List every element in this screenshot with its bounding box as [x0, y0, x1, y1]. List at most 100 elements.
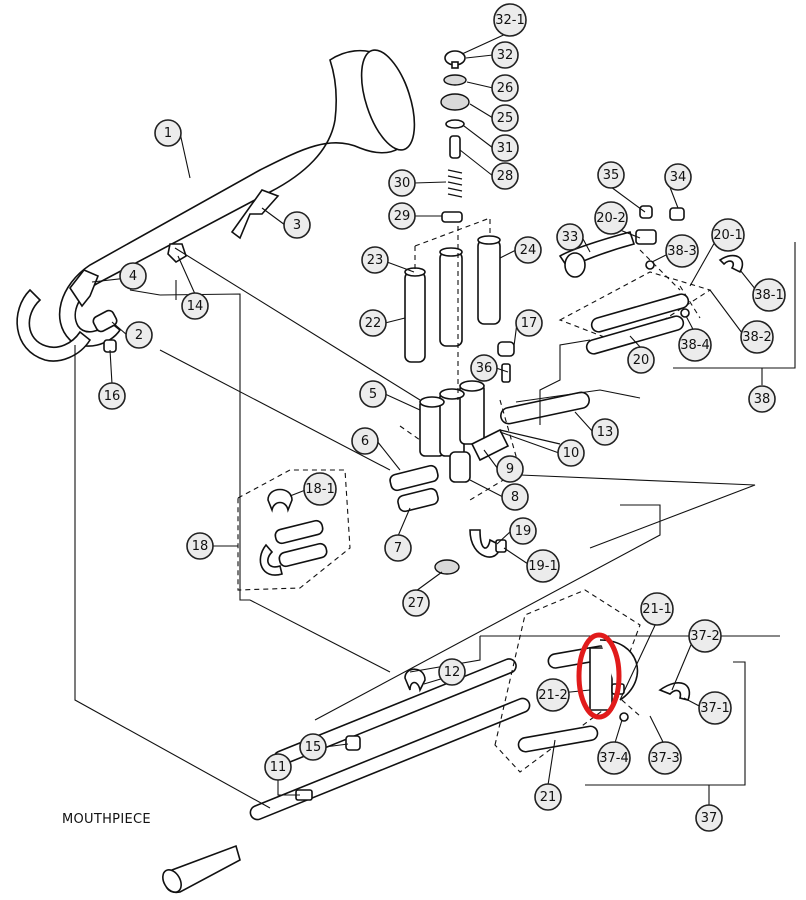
callout-bubble [591, 418, 619, 446]
callout-label: 33 [562, 230, 579, 245]
callout-9: 9 [496, 455, 524, 483]
callout-label: 8 [511, 490, 519, 505]
callout-label: 38-1 [754, 288, 784, 303]
callout-21-1: 21-1 [640, 592, 674, 626]
callout-bubble [154, 119, 182, 147]
callout-bubble [283, 211, 311, 239]
callout-35: 35 [597, 161, 625, 189]
callout-label: 15 [305, 740, 322, 755]
callout-7: 7 [384, 534, 412, 562]
piston-dashed-group [414, 217, 491, 272]
ferrule-2 [92, 309, 118, 333]
callout-bubble [299, 733, 327, 761]
callout-label: 38-3 [667, 244, 697, 259]
callout-18: 18 [186, 532, 214, 560]
callout-bubble [627, 346, 655, 374]
callout-bubble [556, 223, 584, 251]
callout-label: 17 [521, 316, 538, 331]
callout-bubble [509, 517, 537, 545]
callout-4: 4 [119, 262, 147, 290]
callout-label: 11 [270, 760, 287, 775]
callout-31: 31 [491, 134, 519, 162]
callout-bubble [491, 104, 519, 132]
callout-bubble [438, 658, 466, 686]
callout-label: 12 [444, 665, 461, 680]
callout-label: 30 [394, 176, 411, 191]
mouthpiece-label: MOUTHPIECE [62, 812, 151, 827]
part-19 [469, 529, 501, 558]
callout-25: 25 [491, 104, 519, 132]
tube-10 [499, 429, 561, 445]
callout-34: 34 [664, 163, 692, 191]
callout-label: 25 [497, 111, 514, 126]
callout-bubble [748, 385, 776, 413]
callout-bubble [695, 804, 723, 832]
callout-label: 36 [476, 361, 493, 376]
callout-label: 24 [520, 243, 537, 258]
callout-label: 37-4 [599, 751, 629, 766]
callout-5: 5 [359, 380, 387, 408]
callout-bubble [402, 589, 430, 617]
bracket-37 [585, 661, 746, 786]
callout-bubble [514, 236, 542, 264]
leadpipe [249, 658, 531, 821]
callout-21-2: 21-2 [536, 678, 570, 712]
callout-bubble [665, 234, 699, 268]
callout-8: 8 [501, 483, 529, 511]
callout-bubble [359, 380, 387, 408]
callout-label: 23 [367, 253, 384, 268]
callout-label: 20 [633, 353, 650, 368]
callout-17: 17 [515, 309, 543, 337]
callout-bubble [594, 201, 628, 235]
callout-label: 37-3 [650, 751, 680, 766]
callout-label: 18-1 [305, 482, 335, 497]
callout-label: 35 [603, 168, 620, 183]
callout-bubble [303, 472, 337, 506]
callout-bubble [534, 783, 562, 811]
callout-bubble [264, 753, 292, 781]
callout-bubble [388, 202, 416, 230]
callout-bubble [711, 218, 745, 252]
callout-15: 15 [299, 733, 327, 761]
callout-label: 16 [104, 389, 121, 404]
callout-36: 36 [470, 354, 498, 382]
callout-bubble [740, 320, 774, 354]
slide-18-box [237, 469, 351, 591]
callout-label: 19-1 [528, 559, 558, 574]
callout-label: 13 [597, 425, 614, 440]
callout-label: 18 [192, 539, 209, 554]
callout-label: 34 [670, 170, 687, 185]
callout-12: 12 [438, 658, 466, 686]
callout-label: 32-1 [495, 13, 525, 28]
callout-bubble [678, 328, 712, 362]
callout-bubble [688, 619, 722, 653]
callout-label: 20-2 [596, 211, 626, 226]
slide-21-box [494, 589, 641, 773]
callout-bubble [536, 678, 570, 712]
callout-bubble [491, 162, 519, 190]
callout-bubble [597, 161, 625, 189]
callout-26: 26 [491, 74, 519, 102]
callout-label: 37-1 [700, 701, 730, 716]
callout-label: 28 [497, 169, 514, 184]
callout-label: 31 [497, 141, 514, 156]
pistons [404, 235, 501, 363]
callout-bubble [491, 74, 519, 102]
callout-10: 10 [557, 439, 585, 467]
callout-label: 19 [515, 524, 532, 539]
callout-bubble [361, 246, 389, 274]
valve-casing [389, 380, 510, 513]
valve-top-stack [440, 50, 470, 223]
part-36 [501, 363, 511, 383]
callout-bubble [384, 534, 412, 562]
callout-bubble [648, 741, 682, 775]
callout-33: 33 [556, 223, 584, 251]
callout-22: 22 [359, 309, 387, 337]
callout-bubble [491, 41, 519, 69]
slide-20 [558, 205, 744, 355]
callout-32-1: 32-1 [493, 3, 527, 37]
bracket-38 [673, 242, 796, 369]
callout-bubble [125, 321, 153, 349]
part-17 [497, 341, 515, 357]
mouthpiece [162, 844, 241, 894]
